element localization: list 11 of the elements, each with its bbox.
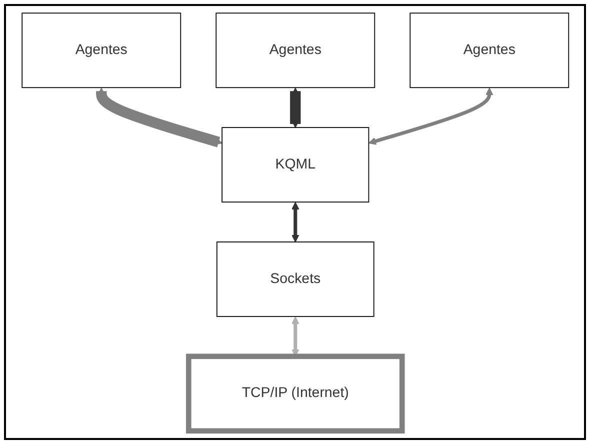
arrow [291,202,299,242]
node-box [21,12,181,88]
arrow [368,88,493,145]
arrow [290,88,300,128]
node-box [409,12,569,88]
node-box [221,127,369,202]
node-box [216,242,374,317]
layer-diagram: Agentes Agentes Agentes KQML Sockets TCP/IP (Internet) [14,6,576,438]
node-box [215,12,375,88]
node-box [186,354,404,434]
arrow [96,88,222,148]
